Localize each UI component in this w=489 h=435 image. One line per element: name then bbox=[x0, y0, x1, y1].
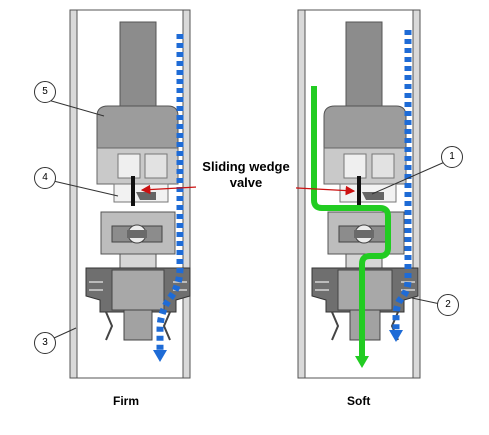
leader-lines bbox=[47, 99, 448, 339]
callout-2: 2 bbox=[437, 294, 459, 316]
firm-damper bbox=[69, 9, 191, 379]
soft-flow-arrow-green bbox=[311, 86, 391, 368]
callout-5: 5 bbox=[34, 81, 56, 103]
firm-piston-rod bbox=[119, 21, 157, 109]
firm-valve-housing bbox=[96, 105, 179, 149]
callout-4: 4 bbox=[34, 167, 56, 189]
sliding-wedge-label-line2: valve bbox=[229, 175, 263, 190]
firm-valve-body bbox=[96, 147, 179, 185]
callout-1: 1 bbox=[441, 146, 463, 168]
soft-piston-rod bbox=[345, 21, 383, 109]
soft-valve-housing bbox=[323, 105, 407, 149]
firm-flow-arrow bbox=[153, 34, 184, 362]
soft-damper bbox=[297, 9, 421, 379]
sliding-wedge-label-line1: Sliding wedge bbox=[202, 159, 290, 174]
firm-piston bbox=[100, 211, 176, 269]
sliding-wedge-valve-label: Sliding wedge valve bbox=[196, 159, 296, 191]
soft-valve-body bbox=[323, 147, 407, 185]
firm-caption: Firm bbox=[113, 394, 140, 408]
soft-piston bbox=[327, 211, 405, 269]
soft-caption: Soft bbox=[347, 394, 371, 408]
soft-flow-arrow-blue bbox=[389, 30, 412, 342]
callout-3: 3 bbox=[34, 332, 56, 354]
